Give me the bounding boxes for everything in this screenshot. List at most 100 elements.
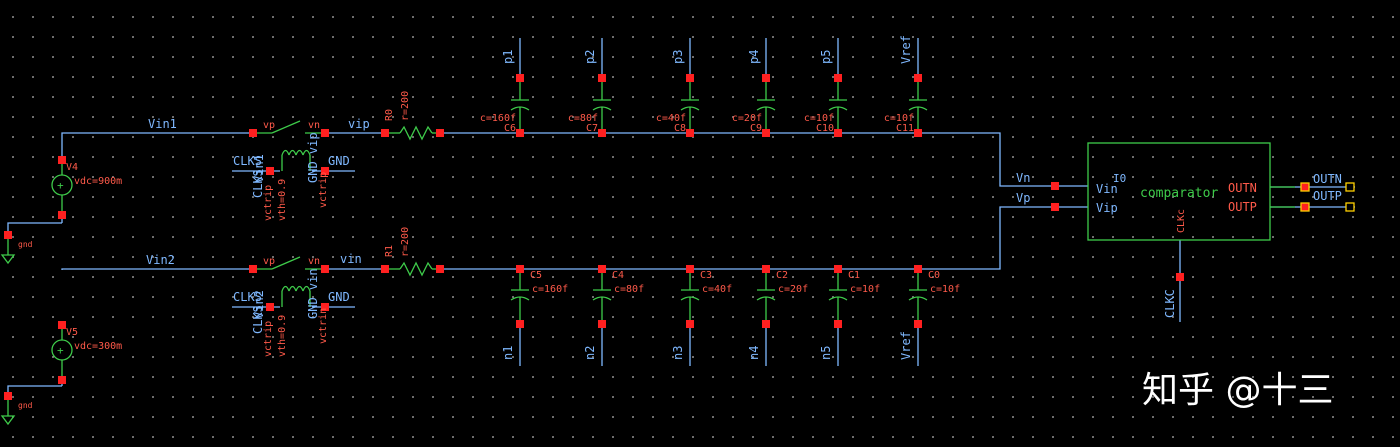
- pin: [436, 265, 444, 273]
- switch-vn: vn: [308, 120, 320, 131]
- switch-vn: vn: [308, 256, 320, 267]
- net-label-vin1: Vin1: [148, 117, 177, 131]
- resistor-zigzag: [399, 261, 433, 277]
- cap-value: c=40f: [656, 113, 686, 124]
- pin: [762, 129, 770, 137]
- source-value: vdc=300m: [74, 341, 122, 352]
- switch-gnd-rot: GND vip: [306, 132, 320, 183]
- pin: [436, 129, 444, 137]
- switch-blade: [271, 120, 301, 134]
- pin: [1051, 182, 1059, 190]
- pin: [762, 320, 770, 328]
- coil: [302, 285, 311, 292]
- switch-vp: vp: [263, 256, 275, 267]
- resistor-zigzag: [399, 125, 433, 141]
- switch-gnd-rot: GND vin: [306, 268, 320, 319]
- cap-name: C3: [700, 270, 712, 281]
- pin: [321, 265, 329, 273]
- switch-instance: Vin1: [252, 154, 266, 183]
- pin: [914, 265, 922, 273]
- terminal-icon: [1345, 202, 1355, 212]
- terminal-icon: [1300, 182, 1310, 192]
- comparator-pin-vip: Vip: [1096, 201, 1118, 215]
- cap-value: c=160f: [480, 113, 516, 124]
- pin: [516, 74, 524, 82]
- switch-blade: [271, 256, 301, 270]
- pin: [686, 129, 694, 137]
- net-label-outn: OUTN: [1313, 172, 1342, 186]
- net-label-vin: vin: [340, 252, 362, 266]
- cap-net-label: n4: [747, 346, 761, 360]
- cap-value: c=160f: [532, 284, 568, 295]
- switch-vctrl: vctrip: [318, 172, 329, 208]
- net-label-vp: Vp: [1016, 191, 1030, 205]
- comparator-pin-outp: OUTP: [1228, 200, 1257, 214]
- pin: [4, 231, 12, 239]
- pin: [381, 129, 389, 137]
- pin: [762, 74, 770, 82]
- pin: [516, 320, 524, 328]
- wire-vin1: [61, 132, 253, 160]
- switch-vctrl: vctrin: [318, 308, 329, 344]
- plus-sign: +: [57, 344, 64, 357]
- wire-vp: [440, 206, 1060, 270]
- cap-net-label: p1: [501, 50, 515, 64]
- ground-label: gnd: [18, 240, 33, 249]
- switch-vth: vth=0.9: [277, 315, 288, 357]
- cap-name: C9: [750, 123, 762, 134]
- ground-icon: [0, 254, 16, 265]
- resistor-value: r=200: [400, 227, 411, 257]
- wire-gnd-v4: [7, 222, 62, 235]
- cap-net-label: n3: [671, 346, 685, 360]
- cap-value: c=40f: [702, 284, 732, 295]
- cap-name: C8: [674, 123, 686, 134]
- switch-vp: vp: [263, 120, 275, 131]
- cap-value: c=10f: [850, 284, 880, 295]
- cap-net-label: p5: [819, 50, 833, 64]
- comparator-pin-clkc: CLKc: [1176, 209, 1187, 233]
- cap-name: C6: [504, 123, 516, 134]
- cap-name: C7: [586, 123, 598, 134]
- net-label-vin2: Vin2: [146, 253, 175, 267]
- pin: [834, 320, 842, 328]
- wires: [7, 38, 1355, 396]
- comparator-pin-vin: Vin: [1096, 182, 1118, 196]
- cap-value: c=80f: [614, 284, 644, 295]
- pins: [4, 74, 1184, 400]
- cap-net-label: Vref: [899, 331, 913, 360]
- coil: [302, 149, 311, 156]
- switch-gnd: GND: [328, 290, 350, 304]
- pin: [914, 320, 922, 328]
- coil: [288, 285, 297, 292]
- cap-value: c=10f: [804, 113, 834, 124]
- pin: [1176, 273, 1184, 281]
- cap-net-label: n5: [819, 346, 833, 360]
- pin: [686, 74, 694, 82]
- pin: [516, 129, 524, 137]
- switch-clks-rot: CLKS: [251, 305, 265, 334]
- pin: [321, 129, 329, 137]
- switch-instance: Vin2: [252, 290, 266, 319]
- pin: [58, 211, 66, 219]
- watermark: 知乎 @十三: [1142, 370, 1333, 411]
- ground-label: gnd: [18, 401, 33, 410]
- pin: [686, 265, 694, 273]
- plus-sign: +: [57, 179, 64, 192]
- net-label-vn: Vn: [1016, 171, 1030, 185]
- pin: [58, 376, 66, 384]
- switch-port: vctrip: [263, 185, 274, 221]
- cap-value: c=20f: [732, 113, 762, 124]
- cap-net-label: p3: [671, 50, 685, 64]
- pin: [321, 167, 329, 175]
- pin: [598, 129, 606, 137]
- pin: [598, 74, 606, 82]
- coil: [281, 285, 290, 292]
- pin: [4, 392, 12, 400]
- coil: [295, 285, 304, 292]
- coil: [288, 149, 297, 156]
- cap-value: c=20f: [778, 284, 808, 295]
- pin: [598, 265, 606, 273]
- pin: [762, 265, 770, 273]
